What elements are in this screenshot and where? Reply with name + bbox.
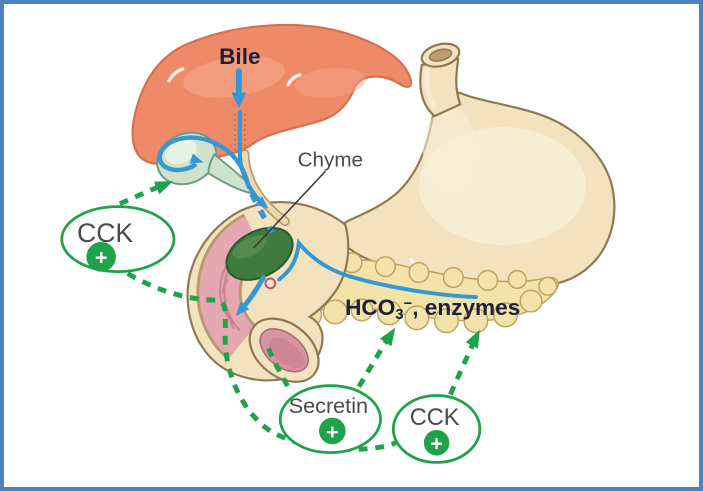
svg-text:+: +	[430, 431, 443, 456]
chyme-label: Chyme	[298, 148, 363, 171]
duodenum-to-secretin-path	[266, 347, 291, 388]
bile-label: Bile	[219, 44, 260, 69]
chyme-pointer-line	[253, 170, 327, 249]
cck-gallbladder-plus-badge: +	[86, 242, 116, 272]
bile-flow-arrow	[231, 67, 247, 109]
esophagus	[419, 42, 462, 118]
secretin-plus-badge: +	[319, 417, 346, 445]
chyme-bolus	[225, 226, 294, 281]
digestive-regulation-diagram: Bile Chyme HCO3−, enzymes CCK + Secretin…	[60, 23, 616, 464]
esophagus-opening	[420, 42, 461, 68]
liver-highlights	[167, 56, 366, 98]
cck-gallbladder-bubble: CCK +	[60, 205, 176, 273]
cck-pancreas-label: CCK	[410, 405, 460, 431]
secretin-label: Secretin	[289, 393, 368, 418]
liver	[131, 23, 413, 166]
duodenal-papilla	[264, 277, 277, 290]
pancreatic-duct	[277, 238, 478, 300]
stomach	[337, 91, 616, 290]
svg-text:+: +	[95, 245, 108, 270]
stomach-highlights	[409, 107, 587, 284]
duodenum-internal-arrow	[235, 275, 266, 316]
gallbladder-duct-loop	[157, 135, 251, 190]
secretin-to-pancreas-arrow	[356, 327, 396, 388]
svg-text:+: +	[326, 419, 339, 444]
duodenum	[186, 201, 350, 383]
gallbladder-highlight	[164, 138, 197, 165]
duodenum-to-cck-path	[126, 271, 402, 452]
duodenum-cut-end	[248, 317, 320, 383]
cck-to-gallbladder-arrow	[118, 181, 173, 206]
cck-pancreas-plus-badge: +	[423, 429, 450, 456]
cck-pancreas-bubble: CCK +	[391, 394, 482, 464]
secretin-bubble: Secretin +	[278, 384, 382, 454]
hepatic-duct-hidden-outline	[234, 114, 246, 152]
cck-to-pancreas-arrow	[448, 329, 480, 396]
hco3-enzymes-label: HCO3−, enzymes	[345, 295, 520, 323]
